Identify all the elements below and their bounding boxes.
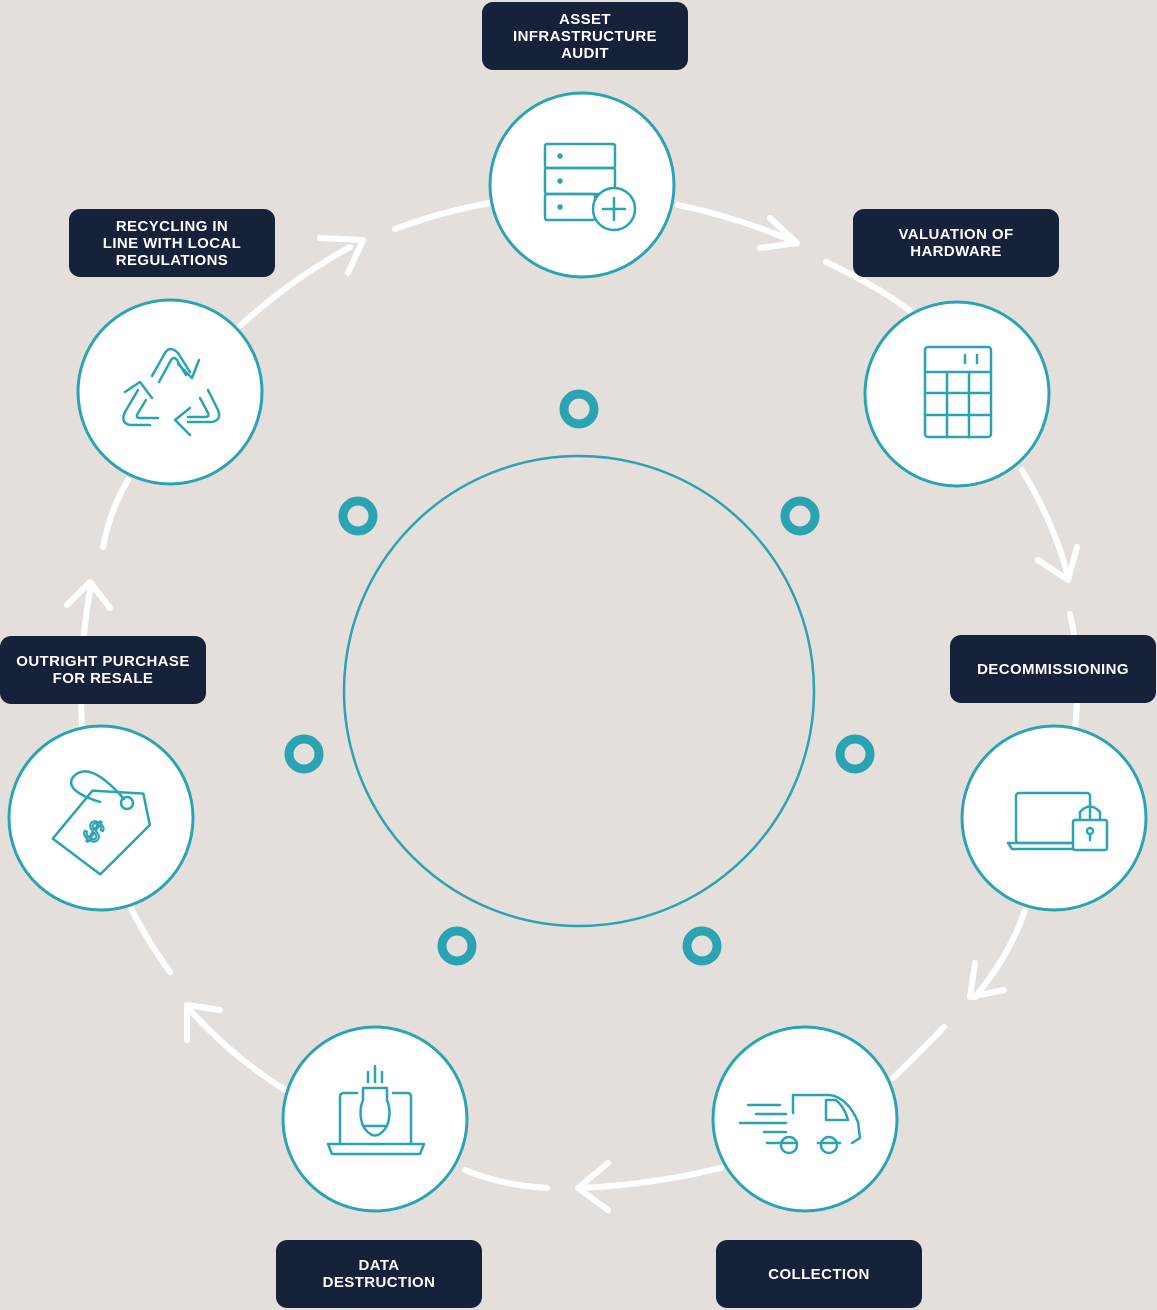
connector-resale-a bbox=[187, 1007, 288, 1093]
cycle-arrowheads bbox=[64, 215, 1080, 1213]
connector-collection-to-destruction-b bbox=[890, 1024, 947, 1081]
arrowhead-valuation bbox=[757, 215, 800, 251]
step-label-asset-infrastructure-audit: ASSET INFRASTRUCTURE AUDIT bbox=[482, 2, 688, 70]
step-circles bbox=[7, 91, 1148, 1213]
step-circle-collection bbox=[711, 1025, 899, 1213]
cycle-connectors bbox=[78, 200, 1081, 1191]
arrowhead-audit bbox=[317, 235, 366, 276]
calculator-icon bbox=[923, 345, 993, 439]
laptop-lock-icon bbox=[1006, 791, 1109, 852]
arrowhead-collection bbox=[967, 960, 1007, 1000]
step-label-decommissioning: DECOMMISSIONING bbox=[950, 635, 1156, 703]
teal-dot bbox=[338, 496, 378, 536]
step-label-outright-purchase-for-resale: OUTRIGHT PURCHASE FOR RESALE bbox=[0, 636, 206, 704]
connector-destruction-a bbox=[577, 1165, 724, 1191]
teal-dot bbox=[682, 926, 722, 966]
laptop-bomb-icon bbox=[326, 1064, 426, 1156]
connector-valuation-to-decommissioning-2 bbox=[1019, 467, 1071, 580]
connector-recycling-b bbox=[100, 477, 131, 550]
step-label-valuation-of-hardware: VALUATION OF HARDWARE bbox=[853, 209, 1059, 277]
arrowhead-recycling bbox=[64, 579, 113, 611]
connector-audit-to-valuation bbox=[675, 202, 798, 245]
server-plus-icon bbox=[543, 142, 637, 232]
step-circle-recycling bbox=[76, 298, 264, 486]
step-circle-destruction bbox=[281, 1025, 469, 1213]
delivery-van-icon bbox=[738, 1093, 862, 1155]
connector-resale-b bbox=[122, 892, 173, 975]
teal-dots bbox=[284, 389, 875, 966]
center-circle bbox=[342, 454, 816, 928]
connector-destruction-b bbox=[462, 1167, 550, 1191]
teal-dot bbox=[284, 734, 324, 774]
step-label-data-destruction: DATA DESTRUCTION bbox=[276, 1240, 482, 1308]
teal-dot bbox=[559, 389, 599, 429]
step-label-recycling-in-line-with-local-regulations: RECYCLING IN LINE WITH LOCAL REGULATIONS bbox=[69, 209, 275, 277]
recycle-icon bbox=[122, 347, 221, 437]
arrowhead-decommissioning bbox=[1035, 544, 1080, 583]
step-circle-decommissioning bbox=[960, 724, 1148, 912]
arrowhead-resale bbox=[184, 1002, 223, 1043]
teal-dot bbox=[780, 496, 820, 536]
teal-dot bbox=[437, 926, 477, 966]
teal-dot bbox=[835, 734, 875, 774]
step-circle-resale bbox=[7, 724, 195, 912]
connector-audit-b bbox=[392, 200, 493, 232]
connector-audit-a bbox=[237, 244, 353, 329]
arrowhead-destruction bbox=[575, 1160, 611, 1213]
step-circle-audit bbox=[488, 91, 676, 279]
connector-collection-to-destruction-a bbox=[972, 907, 1028, 1000]
step-label-collection: COLLECTION bbox=[716, 1240, 922, 1308]
